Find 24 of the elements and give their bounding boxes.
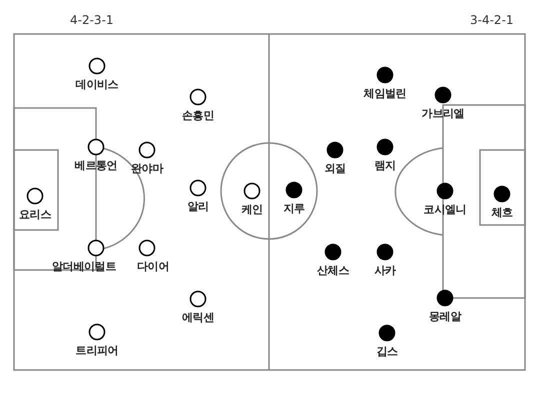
player-name: 코시엘니 <box>424 202 466 217</box>
player-name: 완야마 <box>130 161 164 176</box>
player-name: 베르통언 <box>74 158 118 173</box>
player-name: 체임벌린 <box>364 86 406 101</box>
player-name: 트리피어 <box>76 343 118 358</box>
player-name: 알더베이럴트 <box>52 259 116 274</box>
player-name: 지루 <box>283 201 305 216</box>
player-name: 몽레알 <box>428 309 462 324</box>
player-name: 손흥민 <box>182 108 214 123</box>
player-name: 케인 <box>241 202 263 217</box>
player-name: 요리스 <box>18 207 52 222</box>
player-name: 알리 <box>187 199 209 214</box>
formation-label: 3-4-2-1 <box>470 13 514 27</box>
player-name: 사카 <box>374 263 396 278</box>
player-name: 외질 <box>324 161 346 176</box>
player-name: 산체스 <box>316 263 350 278</box>
player-name: 램지 <box>374 158 396 173</box>
formation-label: 4-2-3-1 <box>70 13 114 27</box>
player-name: 깁스 <box>376 344 398 359</box>
player-name: 다이어 <box>136 259 170 274</box>
player-name: 가브리엘 <box>422 106 464 121</box>
player-name: 데이비스 <box>76 77 118 92</box>
player-name: 체흐 <box>491 205 513 220</box>
player-name: 에릭센 <box>182 310 214 325</box>
